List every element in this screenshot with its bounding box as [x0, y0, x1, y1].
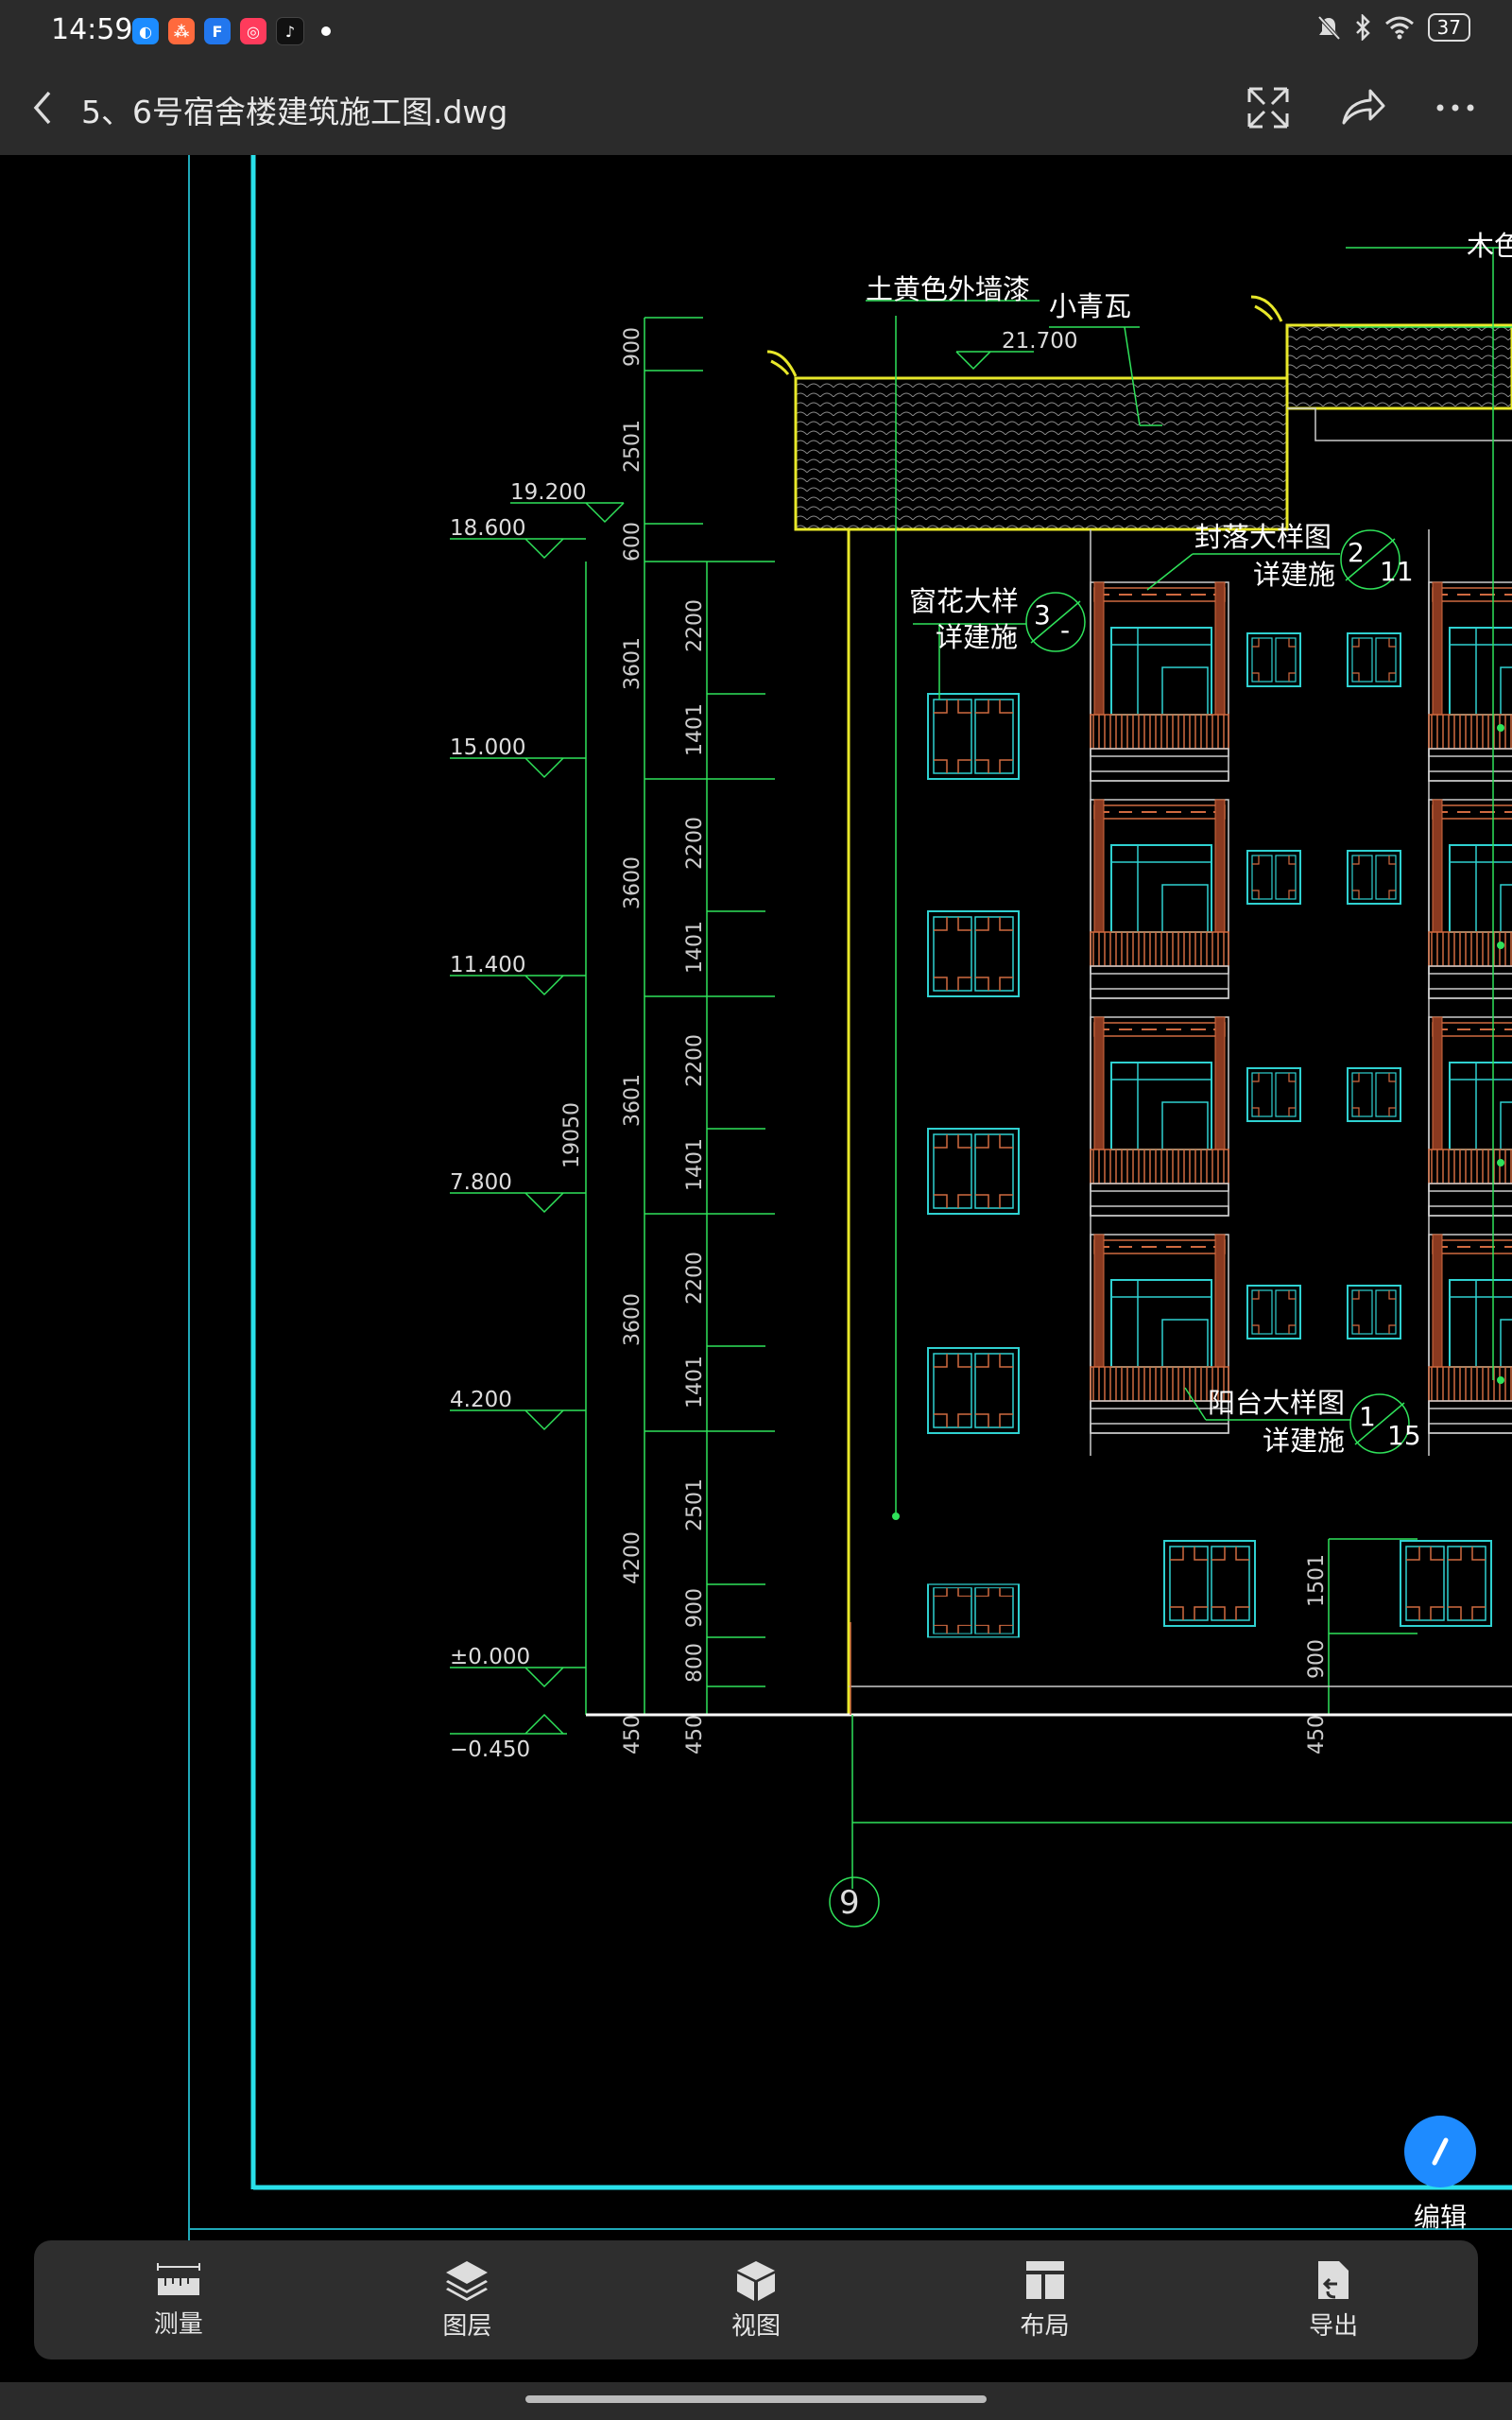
bluetooth-icon — [1355, 14, 1370, 41]
cad-drawing-canvas[interactable]: 19.200 18.600 15.000 11.400 7.800 4.200 … — [0, 155, 1512, 2382]
eave-detail-label: 封落大样图 — [1194, 521, 1332, 553]
more-options-icon[interactable] — [1433, 85, 1478, 130]
app-notification-icon: ◎ — [240, 18, 266, 44]
dimension-label: 1401 — [683, 1138, 707, 1191]
balcony-callout-number: 1 — [1359, 1401, 1376, 1432]
dimension-label: 900 — [1305, 1639, 1329, 1679]
title-bar: 5、6号宿舍楼建筑施工图.dwg — [0, 60, 1512, 155]
dimension-label: 450 — [683, 1715, 707, 1754]
tiktok-icon: ♪ — [276, 17, 304, 45]
elevation-label: 11.400 — [450, 953, 525, 977]
eave-callout-number: 2 — [1348, 537, 1365, 568]
wifi-icon — [1384, 16, 1414, 40]
back-icon[interactable] — [28, 87, 57, 129]
dimension-label: 1401 — [683, 1356, 707, 1409]
status-bar: 14:59 ◐ ⁂ F ◎ ♪ 37 — [0, 0, 1512, 60]
wall-paint-label: 土黄色外墙漆 — [866, 273, 1030, 305]
dimension-label: 2200 — [683, 817, 707, 870]
notification-icons: ◐ ⁂ F ◎ ♪ — [132, 17, 331, 45]
eave-callout-sheet: 11 — [1380, 556, 1414, 587]
dimension-label: 2501 — [621, 420, 644, 473]
dimension-label: 900 — [621, 327, 644, 367]
tool-layers[interactable]: 图层 — [323, 2240, 612, 2360]
elevation-label: 15.000 — [450, 735, 525, 760]
document-title: 5、6号宿舍楼建筑施工图.dwg — [81, 94, 508, 130]
app-notification-icon: ◐ — [132, 18, 159, 44]
layout-icon — [1025, 2260, 1064, 2299]
roof-elevation-label: 21.700 — [1002, 329, 1077, 354]
more-notifications-icon — [321, 26, 331, 36]
window-detail-label: 窗花大样 — [909, 585, 1019, 617]
dimension-label: 2501 — [683, 1478, 707, 1531]
dimension-label: 1501 — [1305, 1554, 1329, 1607]
app-notification-icon: F — [204, 18, 231, 44]
share-icon[interactable] — [1340, 85, 1387, 130]
pencil-icon — [1432, 2137, 1449, 2166]
total-height-label: 19050 — [560, 1102, 584, 1168]
status-indicators: 37 — [1316, 13, 1470, 42]
dimension-label: 600 — [621, 522, 644, 562]
tool-export[interactable]: 导出 — [1189, 2240, 1478, 2360]
tool-layout[interactable]: 布局 — [901, 2240, 1190, 2360]
dimension-label: 1401 — [683, 703, 707, 756]
tool-label: 图层 — [442, 2311, 492, 2341]
tool-label: 导出 — [1309, 2311, 1359, 2341]
status-time: 14:59 — [51, 13, 133, 46]
elevation-label: −0.450 — [450, 1737, 530, 1762]
dimension-label: 3601 — [621, 637, 644, 690]
mute-icon — [1317, 15, 1341, 41]
dimension-label: 2200 — [683, 1034, 707, 1087]
wood-color-label: 木色 — [1467, 230, 1512, 262]
dimension-label: 3600 — [621, 856, 644, 909]
tool-label: 视图 — [730, 2311, 781, 2341]
export-icon — [1318, 2260, 1349, 2299]
elevation-label: 7.800 — [450, 1170, 512, 1195]
elevation-label: 18.600 — [450, 516, 525, 541]
dimension-label: 450 — [621, 1715, 644, 1754]
dimension-label: 3600 — [621, 1293, 644, 1346]
tool-label: 测量 — [153, 2309, 203, 2339]
elevation-drawing[interactable]: 19.200 18.600 15.000 11.400 7.800 4.200 … — [0, 155, 1512, 2382]
dimension-label: 3601 — [621, 1074, 644, 1127]
window-detail-ref-label: 详建施 — [936, 621, 1018, 653]
edit-label: 编辑 — [1414, 2202, 1468, 2233]
tool-measure[interactable]: 测量 — [34, 2240, 323, 2360]
layers-icon — [446, 2260, 489, 2301]
dimension-label: 2200 — [683, 599, 707, 652]
fullscreen-icon[interactable] — [1246, 85, 1291, 130]
bottom-toolbar: 测量 图层 视图 布局 导出 — [34, 2240, 1478, 2360]
dimension-label: 800 — [683, 1643, 707, 1683]
ruler-icon — [156, 2262, 200, 2295]
dimension-label: 900 — [683, 1588, 707, 1628]
battery-indicator: 37 — [1427, 13, 1470, 42]
tool-label: 布局 — [1020, 2311, 1070, 2341]
edit-button[interactable] — [1404, 2116, 1476, 2187]
elevation-label: ±0.000 — [450, 1645, 530, 1669]
balcony-detail-label: 阳台大样图 — [1208, 1387, 1345, 1419]
axis-label: 9 — [839, 1884, 860, 1922]
dimension-label: 2200 — [683, 1252, 707, 1305]
dimension-label: 1401 — [683, 921, 707, 974]
dimension-label: 4200 — [621, 1531, 644, 1584]
window-callout-number: 3 — [1034, 599, 1051, 631]
cube-icon — [736, 2260, 775, 2301]
eave-detail-ref-label: 详建施 — [1253, 559, 1335, 591]
window-callout-sheet: - — [1060, 614, 1070, 646]
elevation-label: 4.200 — [450, 1388, 512, 1412]
app-notification-icon: ⁂ — [168, 18, 195, 44]
dimension-label: 450 — [1305, 1715, 1329, 1754]
elevation-label: 19.200 — [510, 480, 586, 505]
tool-view[interactable]: 视图 — [611, 2240, 901, 2360]
balcony-detail-ref-label: 详建施 — [1263, 1425, 1345, 1457]
home-gesture-handle[interactable] — [525, 2395, 987, 2403]
balcony-callout-sheet: 15 — [1387, 1420, 1421, 1451]
roof-tile-label: 小青瓦 — [1049, 290, 1131, 322]
